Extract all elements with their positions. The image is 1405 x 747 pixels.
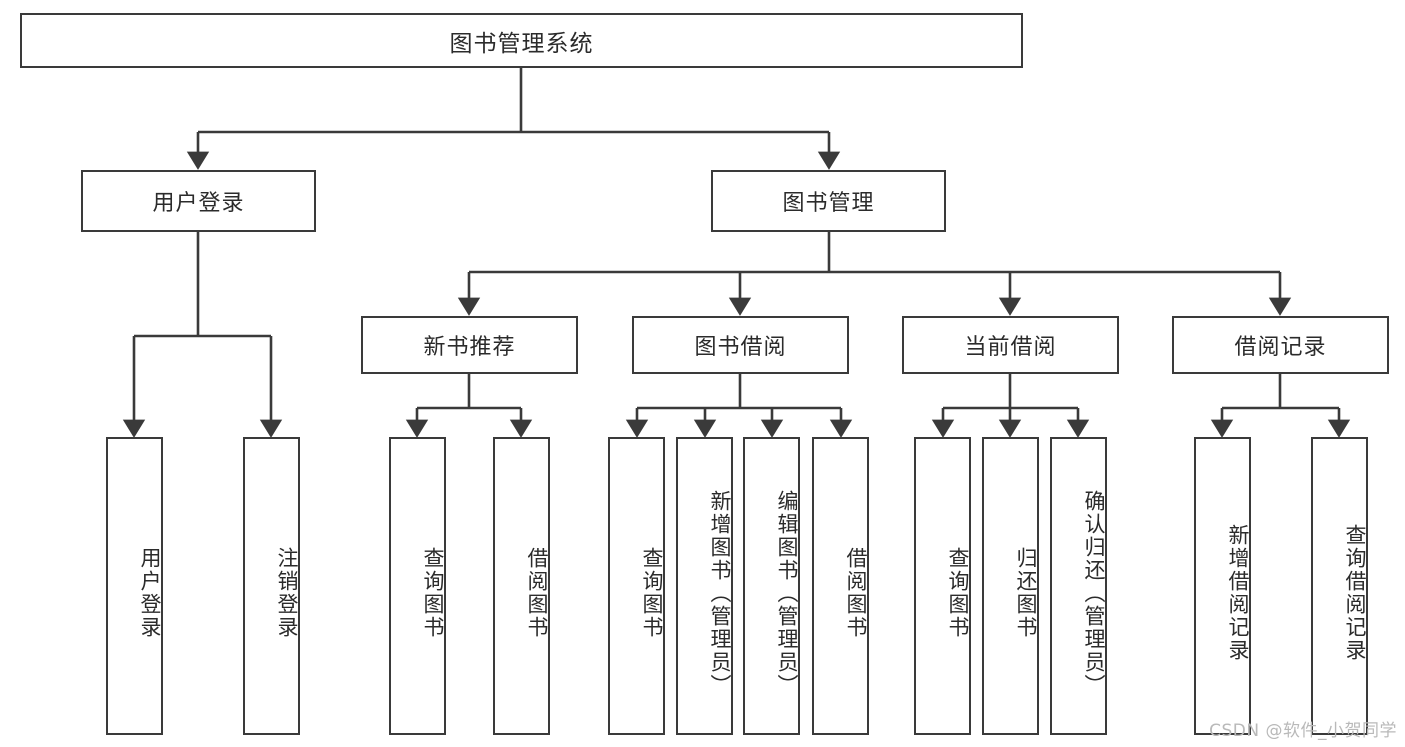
node-label: 图书管理系统 — [449, 30, 594, 57]
node-label: 新书推荐 — [423, 335, 516, 360]
node-label: 查询借阅记录 — [1343, 524, 1367, 662]
node-label: 图书管理 — [782, 191, 875, 216]
node-user-login[interactable]: 用户登录 — [81, 170, 316, 232]
node-label: 查询图书 — [421, 547, 445, 639]
leaf-new-book-borrow[interactable]: 借阅图书 — [493, 437, 550, 735]
node-label: 当前借阅 — [964, 335, 1057, 360]
leaf-book-borrow-borrow[interactable]: 借阅图书 — [812, 437, 869, 735]
node-current-borrow[interactable]: 当前借阅 — [902, 316, 1119, 374]
leaf-user-login-login[interactable]: 用户登录 — [106, 437, 163, 735]
node-label: 编辑图书（管理员） — [775, 489, 799, 697]
node-label: 注销登录 — [275, 547, 299, 639]
node-label: 用户登录 — [138, 547, 162, 639]
node-label: 确认归还（管理员） — [1082, 489, 1106, 697]
node-borrow-record[interactable]: 借阅记录 — [1172, 316, 1389, 374]
node-book-management[interactable]: 图书管理 — [711, 170, 946, 232]
node-book-borrow[interactable]: 图书借阅 — [632, 316, 849, 374]
leaf-borrow-record-add[interactable]: 新增借阅记录 — [1194, 437, 1251, 735]
node-label: 借阅图书 — [844, 547, 868, 639]
node-label: 新增图书（管理员） — [708, 489, 732, 697]
node-new-book-recommend[interactable]: 新书推荐 — [361, 316, 578, 374]
leaf-book-borrow-edit[interactable]: 编辑图书（管理员） — [743, 437, 800, 735]
node-label: 查询图书 — [946, 547, 970, 639]
node-label: 图书借阅 — [694, 335, 787, 360]
leaf-book-borrow-query[interactable]: 查询图书 — [608, 437, 665, 735]
node-root-system[interactable]: 图书管理系统 — [20, 13, 1023, 68]
node-label: 归还图书 — [1014, 547, 1038, 639]
leaf-book-borrow-add[interactable]: 新增图书（管理员） — [676, 437, 733, 735]
node-label: 借阅图书 — [525, 547, 549, 639]
leaf-user-login-logout[interactable]: 注销登录 — [243, 437, 300, 735]
node-label: 查询图书 — [640, 547, 664, 639]
leaf-current-borrow-query[interactable]: 查询图书 — [914, 437, 971, 735]
leaf-current-borrow-confirm[interactable]: 确认归还（管理员） — [1050, 437, 1107, 735]
leaf-borrow-record-query[interactable]: 查询借阅记录 — [1311, 437, 1368, 735]
csdn-watermark: CSDN @软件_小贺同学 — [1209, 721, 1397, 741]
node-label: 新增借阅记录 — [1226, 524, 1250, 662]
node-label: 借阅记录 — [1234, 335, 1327, 360]
node-label: 用户登录 — [152, 191, 245, 216]
leaf-new-book-query[interactable]: 查询图书 — [389, 437, 446, 735]
leaf-current-borrow-return[interactable]: 归还图书 — [982, 437, 1039, 735]
